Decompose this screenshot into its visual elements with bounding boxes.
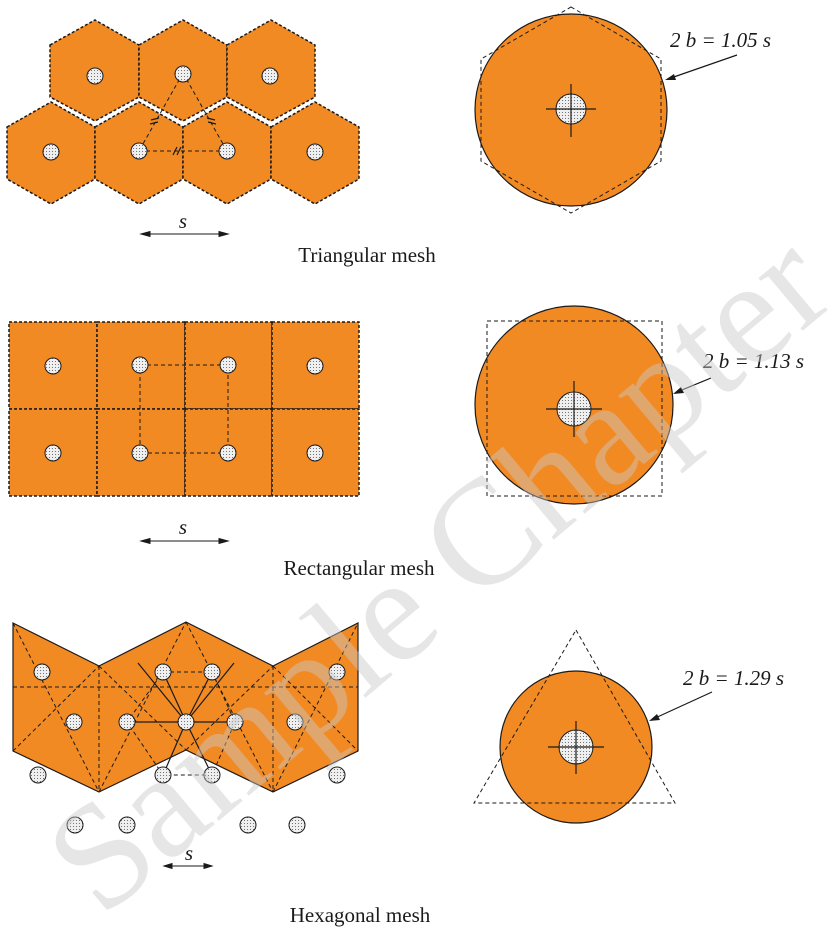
rectangular-mesh-panel: s Rectangular mesh 2 b = 1.13 s (8, 305, 804, 580)
drain (33, 663, 51, 681)
triangular-drains (42, 65, 324, 161)
drain (118, 713, 136, 731)
rectangular-square-cells (8, 321, 360, 497)
drain (118, 816, 136, 834)
drain (306, 143, 324, 161)
drain (306, 357, 324, 375)
drain (86, 67, 104, 85)
hexagonal-drains (29, 663, 346, 834)
drain (154, 663, 172, 681)
drain (286, 713, 304, 731)
rectangular-equivalent-circle (474, 305, 712, 505)
drain (131, 356, 149, 374)
mesh-title: Triangular mesh (298, 243, 436, 267)
watermark-text: Sample Chapter (16, 199, 834, 939)
drain (177, 713, 195, 731)
triangular-connector-lines (138, 72, 228, 152)
triangular-mesh-panel: s Triangular mesh 2 b = 1.05 s (6, 6, 771, 267)
drain (65, 713, 83, 731)
equivalence-label: 2 b = 1.05 s (670, 28, 771, 52)
drain (218, 142, 236, 160)
radial-spokes (127, 662, 235, 776)
spacing-arrow (139, 230, 230, 238)
mesh-title: Hexagonal mesh (290, 903, 431, 927)
equivalence-label: 2 b = 1.29 s (683, 666, 784, 690)
drain (219, 444, 237, 462)
drain (203, 766, 221, 784)
mesh-title: Rectangular mesh (283, 556, 435, 580)
hexagonal-mesh-panel: s Hexagonal mesh 2 b = 1.29 s (12, 621, 784, 927)
drain (154, 766, 172, 784)
drain (130, 142, 148, 160)
drain (66, 816, 84, 834)
drain (261, 67, 279, 85)
drain (239, 816, 257, 834)
drain (328, 663, 346, 681)
triangular-hexagon-cells (6, 19, 360, 205)
equivalence-label: 2 b = 1.13 s (703, 349, 804, 373)
spacing-label: s (185, 841, 193, 865)
drain (44, 444, 62, 462)
triangular-equivalent-circle (474, 6, 738, 214)
rectangular-connector-lines (139, 364, 229, 454)
drain (42, 143, 60, 161)
drain (306, 444, 324, 462)
spacing-arrow (139, 537, 230, 545)
drain (288, 816, 306, 834)
rectangular-drains (44, 356, 324, 462)
spacing-label: s (179, 515, 187, 539)
drain (29, 766, 47, 784)
drain (328, 766, 346, 784)
drain (219, 356, 237, 374)
drain (174, 65, 192, 83)
drain (226, 713, 244, 731)
spacing-label: s (179, 209, 187, 233)
spacing-arrow (162, 862, 214, 870)
equal-spacing-ticks (149, 117, 217, 156)
drain (131, 444, 149, 462)
triangle-cell-boundaries (12, 621, 359, 793)
drain (44, 357, 62, 375)
drain (203, 663, 221, 681)
hexagonal-equivalent-circle (473, 629, 713, 824)
